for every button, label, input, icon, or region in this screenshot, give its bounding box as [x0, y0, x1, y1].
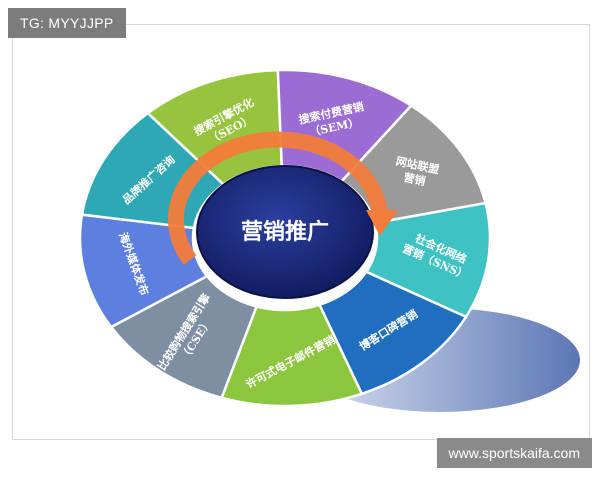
cycle-arrow	[168, 131, 389, 265]
center-hub	[196, 165, 374, 299]
telegram-tag: TG: MYYJJPP	[8, 8, 126, 38]
center-label: 营销推广	[241, 219, 329, 245]
site-watermark: www.sportskaifa.com	[436, 438, 592, 468]
cycle-arrow-head	[366, 210, 398, 236]
segment-wedge	[80, 111, 226, 230]
